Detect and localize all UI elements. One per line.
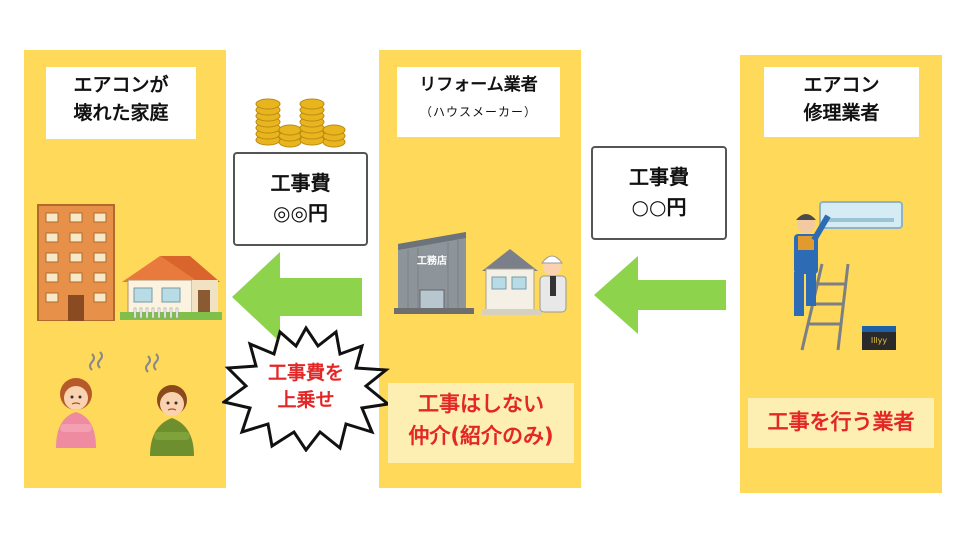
arrow-left-icon: [232, 252, 362, 342]
contractor-icon: [482, 249, 567, 315]
repair-company-title-line1: エアコン: [803, 74, 880, 96]
explosion-burst-icon: [222, 325, 390, 452]
intermediary-note-line2: 仲介(紹介のみ): [408, 423, 554, 448]
cost-label: 工事費: [270, 171, 331, 195]
household-title-line2: 壊れた家庭: [73, 101, 169, 124]
repair-company-note: 工事を行う業者: [748, 398, 934, 448]
warehouse-icon: 工務店: [394, 232, 474, 314]
coins-icon: [255, 98, 346, 148]
cost-label: 工事費: [629, 165, 689, 189]
cost-box-reform: 工事費 ○○円: [591, 146, 727, 240]
ladder-icon: [800, 263, 850, 351]
shop-sign: 工務店: [417, 254, 447, 267]
household-title-line1: エアコンが: [73, 74, 169, 96]
markup-burst-label: 工事費を 上乗せ: [222, 360, 390, 413]
burst-line2: 上乗せ: [277, 388, 335, 411]
technician-icon: Illyy: [794, 214, 896, 351]
burst-line1: 工事費を: [267, 362, 344, 384]
intermediary-note: 工事はしない 仲介(紹介のみ): [388, 383, 574, 463]
worried-man-icon: [145, 353, 194, 456]
cost-amount: ○○円: [631, 195, 687, 219]
worried-woman-icon: [56, 351, 103, 448]
repair-company-title-line2: 修理業者: [803, 101, 880, 124]
toolbox-label: Illyy: [871, 336, 888, 345]
apartment-icon: [37, 204, 115, 321]
cost-amount: ◎◎円: [273, 201, 328, 225]
repair-company-title: エアコン 修理業者: [764, 67, 919, 137]
household-title: エアコンが 壊れた家庭: [46, 67, 196, 139]
intermediary-note-line1: 工事はしない: [418, 392, 544, 416]
reform-company-subtitle: （ハウスメーカー）: [419, 104, 537, 119]
repair-company-note-text: 工事を行う業者: [767, 410, 915, 434]
house-icon: [120, 256, 222, 320]
reform-company-title-main: リフォーム業者: [419, 75, 538, 95]
air-conditioner-icon: [819, 201, 903, 229]
arrow-left-icon: [594, 256, 726, 334]
reform-company-title: リフォーム業者 （ハウスメーカー）: [397, 67, 560, 137]
cost-box-household: 工事費 ◎◎円: [233, 152, 368, 246]
